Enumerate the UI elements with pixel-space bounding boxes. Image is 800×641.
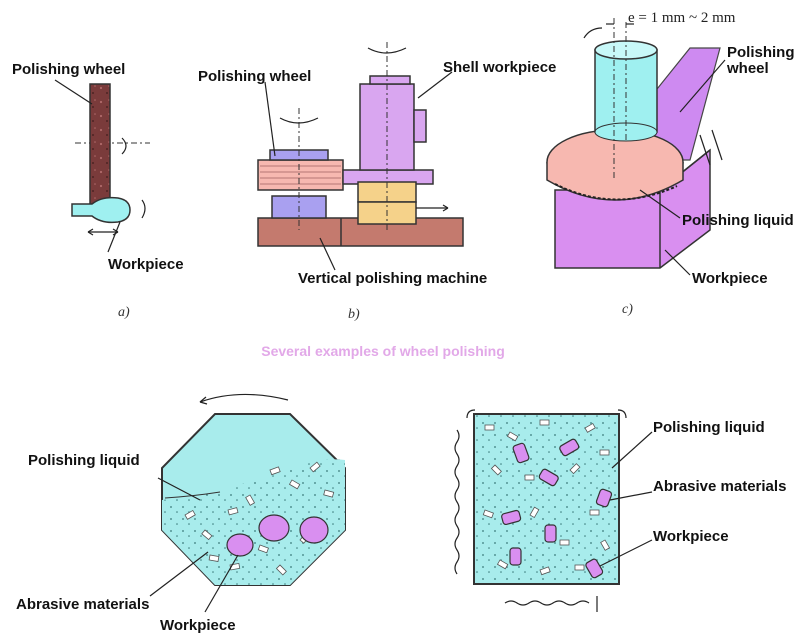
label-workpiece-c: Workpiece	[692, 270, 768, 287]
label-polishing-wheel-c-line1: Polishing	[727, 44, 795, 61]
rotation-arrow-b2	[367, 47, 407, 54]
rotation-arrow-barrel	[199, 393, 289, 403]
rotation-arrow-a	[121, 137, 127, 155]
leader-line	[107, 221, 121, 253]
label-abrasive-materials-vibratory: Abrasive materials	[653, 478, 786, 495]
leader-line	[664, 249, 691, 276]
leader-line	[54, 79, 93, 105]
label-polishing-liquid-vibratory: Polishing liquid	[653, 419, 765, 436]
label-vertical-polishing-machine: Vertical polishing machine	[298, 270, 487, 287]
leader-line	[417, 71, 453, 99]
figure-caption: Several examples of wheel polishing	[261, 343, 505, 359]
leader-line	[149, 551, 209, 597]
leader-line	[264, 81, 276, 157]
label-polishing-wheel-a: Polishing wheel	[12, 61, 125, 78]
leader-line	[157, 477, 201, 501]
leader-line	[611, 431, 653, 469]
diagram-b: Polishing wheel Shell workpiece Vertical…	[198, 42, 556, 322]
vibration-wave-horizontal	[504, 600, 590, 606]
rotation-arrow-a2	[141, 199, 146, 219]
diagram-barrel: Polishing liquid Abrasive materials Work…	[16, 393, 346, 634]
leader-line	[599, 539, 653, 567]
label-workpiece-a: Workpiece	[108, 256, 184, 273]
workpiece-a	[71, 196, 131, 224]
rotation-arrow-b1	[279, 117, 319, 124]
label-polishing-liquid-c: Polishing liquid	[682, 212, 794, 229]
polishing-wheel-a	[89, 83, 111, 205]
leader-line	[319, 237, 336, 271]
leader-line	[679, 59, 726, 113]
cylindrical-workpiece-c	[594, 49, 658, 133]
label-polishing-liquid-barrel: Polishing liquid	[28, 452, 140, 469]
label-workpiece-vibratory: Workpiece	[653, 528, 729, 545]
label-polishing-wheel-b: Polishing wheel	[198, 68, 311, 85]
label-abrasive-materials-barrel: Abrasive materials	[16, 596, 149, 613]
label-polishing-wheel-c-line2: wheel	[726, 60, 769, 77]
barrel-media	[162, 459, 345, 585]
vibratory-container	[473, 413, 620, 585]
sublabel-c: c)	[622, 302, 633, 317]
diagram-a: Polishing wheel Workpiece a)	[12, 61, 184, 320]
leader-line	[204, 554, 239, 613]
leader-line	[609, 491, 653, 501]
vibration-wave-vertical	[454, 429, 460, 575]
diagram-c: e = 1 mm ~ 2 mm Polishing wheel Polishin…	[546, 10, 795, 317]
polishing-wheel-b	[257, 159, 344, 191]
label-shell-workpiece: Shell workpiece	[443, 59, 556, 76]
leader-line	[639, 189, 681, 219]
label-eccentricity: e = 1 mm ~ 2 mm	[628, 10, 736, 26]
sublabel-a: a)	[118, 305, 130, 320]
diagram-vibratory: Polishing liquid Abrasive materials Work…	[454, 409, 786, 612]
sublabel-b: b)	[348, 307, 360, 322]
label-workpiece-barrel: Workpiece	[160, 617, 236, 634]
